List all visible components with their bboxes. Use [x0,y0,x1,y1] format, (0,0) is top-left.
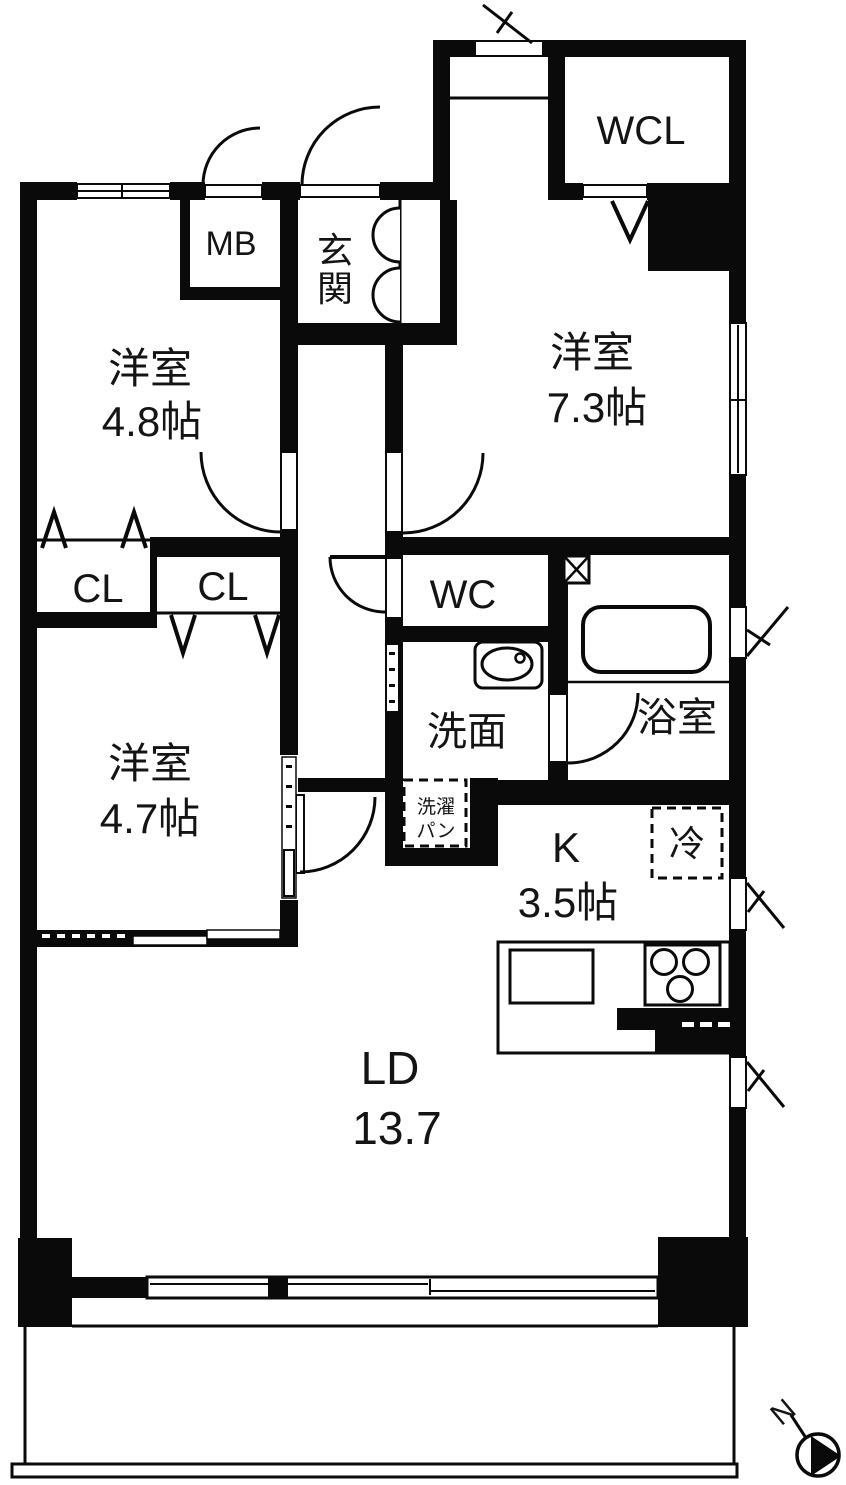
hall-ld-door [295,794,377,874]
compass-icon: N [764,1393,841,1478]
room-size-ld: 13.7 [352,1102,442,1154]
mb-door [201,126,263,198]
room-label-closet-left: CL [72,567,123,611]
closet-left-folding-doors [37,505,150,549]
doors [37,105,650,946]
room-label-washroom: 洗面 [427,710,507,754]
room-label-genkan-1: 玄 [317,230,353,271]
bathtub-icon [568,605,733,684]
washbasin-icon [473,640,544,690]
room-label-genkan-2: 関 [317,268,353,309]
room-size-bedroom-nw: 4.8帖 [102,398,202,445]
balcony-outline [10,1324,739,1479]
room-label-bedroom-nw: 洋室 [108,345,192,392]
bath-window [729,606,790,659]
washroom-sliding-door [385,643,400,713]
bedroom-ne-door [385,451,485,535]
kitchen-counter-icon [496,940,746,1055]
bath-door [548,692,640,765]
closet-right-folding-doors [157,611,281,660]
bedroom-nw-door [199,451,298,534]
room-label-laundry-2: パン [417,821,456,842]
room-label-bedroom-sw: 洋室 [108,740,192,787]
room-label-wc: WC [430,573,497,617]
top-casement-window [474,3,544,57]
room-label-mb: MB [206,225,257,263]
bedroom-ne-window [729,322,747,476]
kitchen-window [729,877,786,931]
bedroom-nw-window [76,183,171,199]
room-label-closet-right: CL [197,565,248,609]
room-label-laundry-1: 洗濯 [417,796,455,818]
ld-window [729,1056,786,1109]
laundry-pan-box [402,778,468,848]
room-size-bedroom-ne: 7.3帖 [547,384,647,431]
entrance-door [299,105,381,198]
balcony-sliding-window [145,1275,660,1300]
room-size-bedroom-sw: 4.7帖 [100,795,200,842]
fixtures [10,96,746,1479]
room-label-ld: LD [361,1042,420,1094]
wc-door [328,555,403,619]
room-label-kitchen: K [552,824,580,871]
bedroom-sw-sliding-door-east [281,756,297,899]
shoe-cabinet-doors [371,200,402,324]
labels: WCL MB 玄 関 洋室 4.8帖 洋室 7.3帖 CL CL 洋室 4.7帖… [72,109,717,1154]
bedroom-sw-sliding-door-south [42,929,281,946]
wcl-folding-door [582,184,650,245]
room-label-bath: 浴室 [637,696,717,740]
fridge-box [650,806,724,880]
room-label-bedroom-ne: 洋室 [550,329,634,376]
room-label-fridge: 冷 [669,823,705,864]
windows [76,3,790,1300]
room-label-wcl: WCL [597,109,686,153]
vent-window-icon [562,554,591,585]
room-size-kitchen: 3.5帖 [518,879,618,926]
